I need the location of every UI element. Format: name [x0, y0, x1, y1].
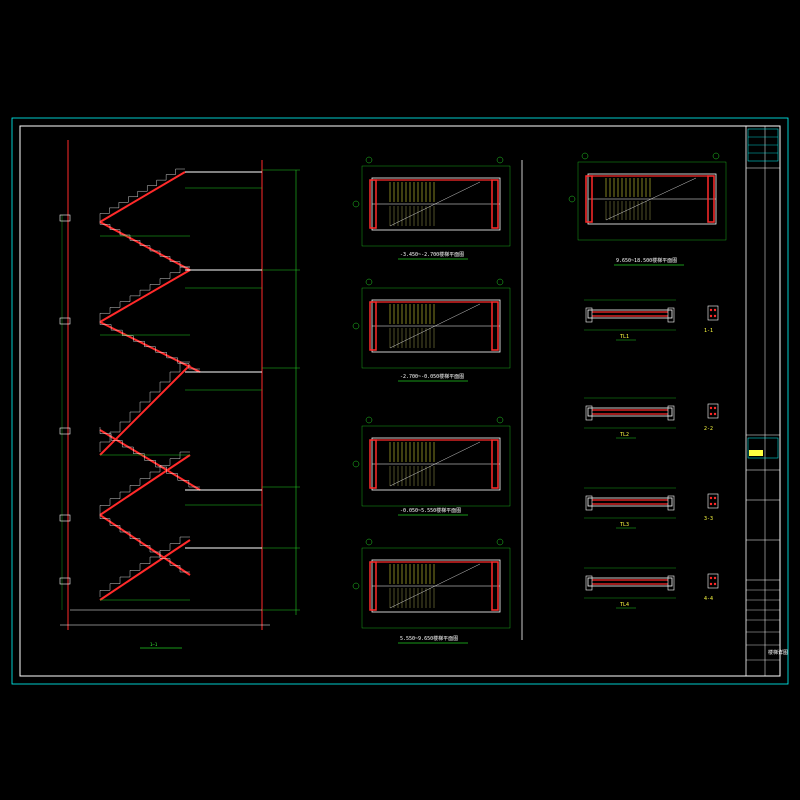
- landing-beam: [59, 317, 71, 325]
- stair-flight: [99, 321, 201, 373]
- outer-frame: [11, 117, 789, 685]
- title-block-drawing-name: 楼梯详图: [768, 649, 788, 656]
- stair-plan: 9.650~18.500楼梯平面图: [568, 152, 727, 266]
- landing-beam: [59, 214, 71, 222]
- beam-detail: TL2 2-2: [584, 397, 719, 439]
- stair-plan: -0.050~5.550楼梯平面图: [352, 416, 511, 516]
- stair-flight: [99, 514, 191, 576]
- stair-flight: [99, 221, 191, 271]
- stair-plan: -2.700~-0.050楼梯平面图: [352, 278, 511, 382]
- beam-detail: TL3 3-3: [584, 487, 719, 529]
- plan-title: 9.650~18.500楼梯平面图: [616, 257, 677, 264]
- title-block: 楼梯详图: [745, 126, 788, 676]
- beam-label: TL4: [620, 602, 629, 608]
- plan-title: 5.550~9.650楼梯平面图: [400, 635, 458, 642]
- section-title: 1—1: [150, 642, 158, 647]
- landing-beam: [59, 427, 71, 435]
- stair-plans: -3.450~-2.700楼梯平面图 -2.700~-0.050楼梯平面图 -0.0…: [352, 152, 727, 644]
- stair-plan: -3.450~-2.700楼梯平面图: [352, 156, 511, 260]
- section-label: 2-2: [704, 426, 713, 432]
- stair-flight: [99, 454, 191, 516]
- beam-label: TL2: [620, 432, 629, 438]
- stair-flight: [99, 171, 186, 223]
- section-label: 1-1: [704, 328, 713, 334]
- beam-detail: TL1 1-1: [584, 299, 719, 341]
- plan-title: -0.050~5.550楼梯平面图: [400, 507, 461, 514]
- landing-beam: [59, 514, 71, 522]
- beam-detail: TL4 4-4: [584, 567, 719, 609]
- section-label: 4-4: [704, 596, 713, 602]
- stair-plan: 5.550~9.650楼梯平面图: [352, 538, 511, 644]
- stair-flight: [99, 364, 191, 456]
- landing-beam: [59, 577, 71, 585]
- stair-flight: [99, 269, 191, 323]
- plan-title: -2.700~-0.050楼梯平面图: [400, 373, 464, 380]
- inner-border: [19, 125, 781, 677]
- stair-flight: [99, 429, 201, 491]
- beam-label: TL1: [620, 334, 629, 340]
- plan-title: -3.450~-2.700楼梯平面图: [400, 251, 464, 258]
- stair-section: 1—1: [59, 140, 300, 649]
- section-label: 3-3: [704, 516, 713, 522]
- beam-label: TL3: [620, 522, 629, 528]
- stair-flight: [99, 539, 191, 601]
